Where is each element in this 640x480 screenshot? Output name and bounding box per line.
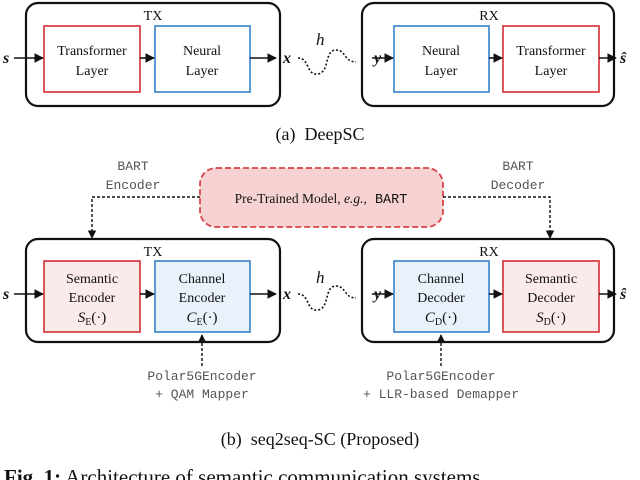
semantic-decoder-line2: Decoder bbox=[527, 291, 575, 306]
channel-decoder-block bbox=[393, 260, 490, 333]
panel-a-block2-line1: Neural bbox=[183, 44, 221, 59]
sem-dec-arg: (·) bbox=[551, 310, 566, 326]
rx-note-line2: + LLR-based Demapper bbox=[363, 387, 519, 402]
figure-caption-text: Architecture of semantic communication s… bbox=[61, 465, 480, 480]
pretrained-prefix: Pre-Trained Model, bbox=[235, 191, 344, 206]
panel-b-rx-input-symbol: y bbox=[372, 286, 382, 303]
ch-dec-arg: (·) bbox=[442, 310, 457, 326]
panel-b-caption: (b) seq2seq-SC (Proposed) bbox=[221, 429, 419, 450]
panel-a-block1-line1: Transformer bbox=[57, 44, 127, 59]
figure-caption-label: Fig. 1: bbox=[4, 465, 61, 480]
pretrained-model-name: BART bbox=[367, 193, 408, 208]
semantic-encoder-block bbox=[43, 260, 141, 333]
panel-b-output-symbol: ŝ bbox=[619, 286, 627, 303]
panel-b-tx-label: TX bbox=[144, 245, 163, 260]
pretrained-eg: e.g., bbox=[344, 191, 367, 206]
panel-a-rx-input-symbol: y bbox=[372, 50, 382, 67]
panel-a-input-symbol: s bbox=[2, 50, 9, 67]
panel-a-neural-layer-rx bbox=[393, 25, 490, 93]
pretrained-to-semantic-encoder-connector bbox=[87, 196, 200, 239]
pretrained-model-box bbox=[199, 167, 444, 228]
panel-a-block3-line2: Layer bbox=[425, 64, 458, 79]
tx-note-line2: + QAM Mapper bbox=[155, 387, 249, 402]
rx-note-line1: Polar5GEncoder bbox=[386, 369, 495, 384]
panel-b-seq2seq-sc: BART Encoder BART Decoder Pre-Trained Mo… bbox=[2, 159, 627, 450]
semantic-decoder-line1: Semantic bbox=[525, 272, 577, 287]
panel-a-deepsc: TX Transformer Layer Neural Layer RX Neu… bbox=[2, 1, 627, 145]
panel-a-caption: (a) DeepSC bbox=[276, 124, 365, 145]
channel-decoder-line1: Channel bbox=[418, 272, 465, 287]
sem-enc-sub: E bbox=[85, 317, 91, 328]
semantic-encoder-symbol: SE(·) bbox=[78, 310, 107, 328]
sem-dec-sub: D bbox=[544, 317, 551, 328]
bart-encoder-label-line1: BART bbox=[117, 159, 148, 174]
ch-dec-sub: D bbox=[435, 317, 442, 328]
panel-b-channel-squiggle bbox=[297, 285, 357, 311]
panel-a-block4-line1: Transformer bbox=[516, 44, 586, 59]
bart-encoder-label-line2: Encoder bbox=[106, 178, 161, 193]
figure-caption: Fig. 1: Architecture of semantic communi… bbox=[4, 465, 480, 480]
panel-a-transformer-layer-tx bbox=[43, 25, 141, 93]
semantic-encoder-line1: Semantic bbox=[66, 272, 118, 287]
ch-enc-sym: C bbox=[186, 310, 197, 326]
channel-encoder-block bbox=[154, 260, 251, 333]
panel-a-tx-output-symbol: x bbox=[282, 50, 291, 67]
bart-decoder-label-line2: Decoder bbox=[491, 178, 546, 193]
tx-note-line1: Polar5GEncoder bbox=[147, 369, 256, 384]
panel-a-output-symbol: ŝ bbox=[619, 50, 627, 67]
pretrained-to-semantic-decoder-connector bbox=[443, 196, 555, 239]
panel-a-block4-line2: Layer bbox=[535, 64, 568, 79]
panel-b-input-symbol: s bbox=[2, 286, 9, 303]
panel-a-rx-label: RX bbox=[479, 9, 498, 24]
channel-encoder-symbol: CE(·) bbox=[186, 310, 217, 328]
panel-a-block1-line2: Layer bbox=[76, 64, 109, 79]
ch-enc-sub: E bbox=[196, 317, 202, 328]
ch-dec-sym: C bbox=[425, 310, 436, 326]
ch-enc-arg: (·) bbox=[203, 310, 218, 326]
channel-decoder-line2: Decoder bbox=[417, 291, 465, 306]
panel-a-transformer-layer-rx bbox=[502, 25, 600, 93]
channel-encoder-line2: Encoder bbox=[179, 291, 226, 306]
sem-dec-sym: S bbox=[536, 310, 544, 326]
semantic-decoder-symbol: SD(·) bbox=[536, 310, 566, 328]
sem-enc-arg: (·) bbox=[91, 310, 106, 326]
panel-a-channel-squiggle bbox=[297, 49, 357, 75]
panel-a-block3-line1: Neural bbox=[422, 44, 460, 59]
panel-b-channel-symbol: h bbox=[316, 268, 325, 287]
panel-b-tx-output-symbol: x bbox=[282, 286, 291, 303]
bart-decoder-label-line1: BART bbox=[502, 159, 533, 174]
panel-a-neural-layer-tx bbox=[154, 25, 251, 93]
sem-enc-sym: S bbox=[78, 310, 86, 326]
semantic-encoder-line2: Encoder bbox=[69, 291, 116, 306]
panel-b-rx-label: RX bbox=[479, 245, 498, 260]
panel-a-block2-line2: Layer bbox=[186, 64, 219, 79]
channel-encoder-line1: Channel bbox=[179, 272, 226, 287]
panel-a-channel-symbol: h bbox=[316, 30, 325, 49]
pretrained-model-label: Pre-Trained Model, e.g., BART bbox=[235, 191, 408, 208]
semantic-decoder-block bbox=[502, 260, 600, 333]
panel-a-tx-label: TX bbox=[144, 9, 163, 24]
channel-decoder-symbol: CD(·) bbox=[425, 310, 457, 328]
